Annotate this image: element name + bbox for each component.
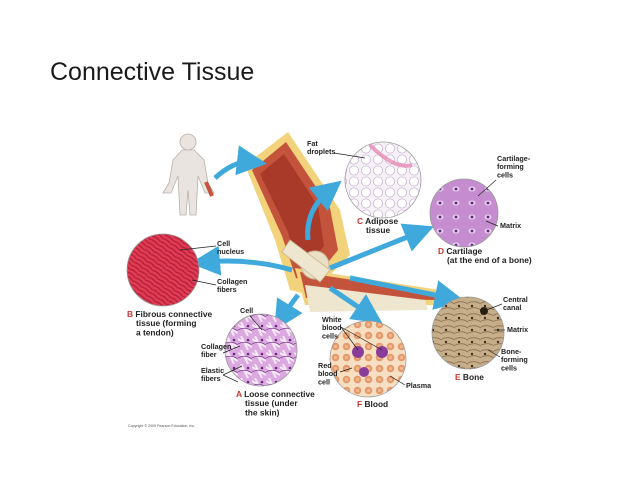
caption-line: Fibrous connective	[135, 309, 212, 319]
label-cell-loose: Cell	[240, 306, 253, 315]
caption-line: tissue (forming	[136, 318, 197, 328]
label-line: fibers	[217, 285, 237, 294]
label-line: Bone-	[501, 347, 522, 356]
caption-letter: A	[236, 389, 244, 399]
leader-lines	[179, 152, 505, 386]
label-matrix-cartilage: Matrix	[500, 221, 521, 230]
label-line: cells	[497, 170, 513, 179]
caption-letter: C	[357, 216, 365, 226]
label-line: forming	[497, 162, 524, 171]
elbow-arm-illustration	[245, 132, 445, 312]
label-line: Cell	[217, 239, 230, 248]
adipose-tissue-circle	[344, 141, 422, 219]
label-line: Red	[318, 361, 332, 370]
copyright-text: Copyright © 2009 Pearson Education, Inc.	[128, 424, 195, 428]
bone-circle	[431, 296, 505, 370]
label-line: Central	[503, 295, 528, 304]
caption-line: Cartilage	[446, 246, 482, 256]
label-line: Cartilage-	[497, 154, 531, 163]
caption-line: a tendon)	[136, 327, 174, 337]
arrow-to-adipose	[305, 180, 342, 241]
cartilage-circle	[429, 178, 499, 248]
arrow-to-loose	[274, 293, 303, 331]
caption-line: (at the end of a bone)	[447, 255, 532, 265]
caption-line: Loose connective	[244, 389, 315, 399]
page-title: Connective Tissue	[50, 58, 255, 86]
label-plasma: Plasma	[406, 381, 432, 390]
label-line: canal	[503, 303, 521, 312]
caption-letter: E	[455, 372, 463, 382]
label-line: blood	[318, 369, 338, 378]
label-line: droplets	[307, 147, 335, 156]
label-line: blood	[322, 323, 342, 332]
caption-letter: D	[438, 246, 446, 256]
caption-letter: B	[127, 309, 135, 319]
arrow-to-cartilage	[329, 223, 434, 271]
label-line: cell	[318, 377, 330, 386]
blood-circle	[329, 320, 407, 398]
arrows	[190, 145, 465, 331]
caption-line: the skin)	[245, 407, 280, 417]
label-line: fibers	[201, 374, 221, 383]
fibrous-tissue-circle	[126, 233, 200, 307]
caption-letter: F	[357, 399, 364, 409]
label-line: fiber	[201, 350, 217, 359]
caption-line: tissue (under	[245, 398, 298, 408]
caption-line: Adipose	[365, 216, 398, 226]
label-line: nucleus	[217, 247, 244, 256]
caption-line: Bone	[463, 372, 484, 382]
caption-line: Blood	[364, 399, 388, 409]
caption-line: tissue	[366, 225, 391, 235]
label-line: Collagen	[217, 277, 247, 286]
loose-tissue-circle	[224, 313, 298, 387]
arrow-figure-to-elbow	[213, 145, 267, 180]
human-figure	[162, 133, 215, 216]
label-line: forming	[501, 355, 528, 364]
label-matrix-bone: Matrix	[507, 325, 528, 334]
caption-bone: E Bone	[455, 372, 484, 382]
label-line: Collagen	[201, 342, 231, 351]
label-line: cells	[501, 363, 517, 372]
arrow-to-fibrous	[190, 245, 293, 276]
label-line: cells	[322, 331, 338, 340]
label-line: White	[322, 315, 342, 324]
label-line: Fat	[307, 139, 318, 148]
arrow-to-bone	[349, 275, 465, 310]
arrow-to-blood	[328, 285, 383, 324]
caption-cartilage: D Cartilage(at the end of a bone)	[438, 246, 532, 265]
caption-blood: F Blood	[357, 399, 388, 409]
label-line: Elastic	[201, 366, 224, 375]
